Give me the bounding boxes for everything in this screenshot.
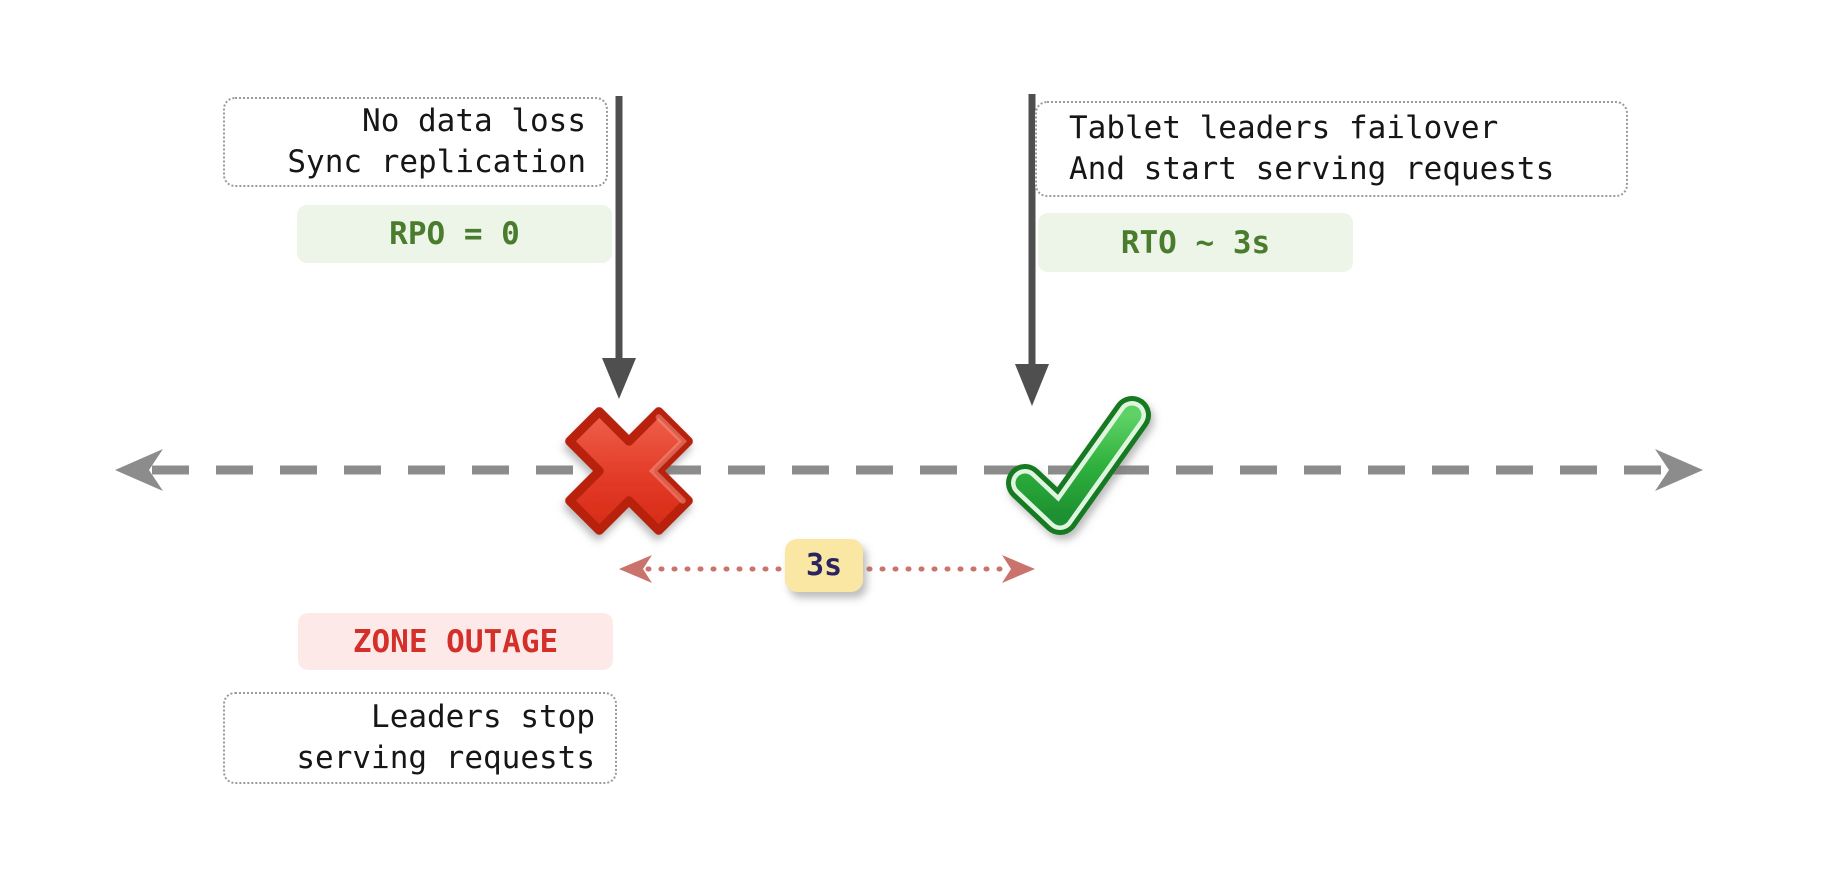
outage-pointer-arrow-icon — [602, 96, 636, 399]
failover-pointer-arrow-icon — [1015, 94, 1049, 406]
rpo-note-box: No data loss Sync replication — [223, 97, 608, 187]
check-mark-icon — [1006, 396, 1151, 535]
x-mark-icon — [565, 407, 693, 535]
gap-span-arrow — [619, 555, 1035, 583]
outage-note-line2: serving requests — [296, 740, 595, 776]
timeline-left-arrow-icon — [115, 449, 163, 491]
rto-note-box: Tablet leaders failover And start servin… — [1035, 101, 1628, 197]
gap-duration-badge: 3s — [785, 539, 863, 592]
rto-note-line1: Tablet leaders failover — [1069, 110, 1499, 146]
rpo-note-line2: Sync replication — [287, 144, 586, 180]
rpo-note-line1: No data loss — [362, 103, 586, 139]
rto-note-line2: And start serving requests — [1069, 151, 1555, 187]
outage-note-line1: Leaders stop — [371, 699, 595, 735]
gap-span-left-arrow-icon — [619, 555, 652, 583]
rto-badge: RTO ~ 3s — [1038, 213, 1353, 272]
timeline — [115, 449, 1703, 491]
timeline-right-arrow-icon — [1655, 449, 1703, 491]
gap-span-right-arrow-icon — [1002, 555, 1035, 583]
rpo-badge: RPO = 0 — [297, 205, 612, 263]
outage-note-box: Leaders stop serving requests — [223, 692, 617, 784]
zone-outage-badge: ZONE OUTAGE — [298, 613, 613, 670]
